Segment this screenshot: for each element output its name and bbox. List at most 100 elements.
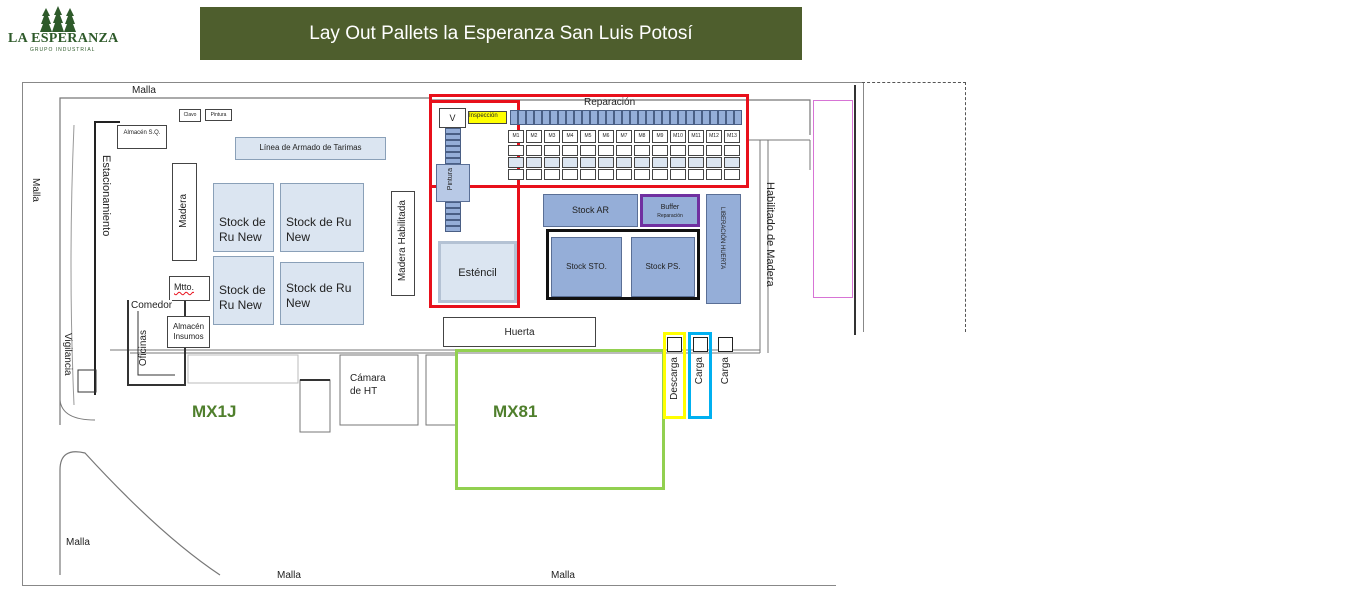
camara-ht-label: Cámara de HT — [350, 373, 386, 397]
clavo-box: Clavo — [179, 109, 201, 122]
station-cell — [688, 157, 704, 168]
station-cell — [580, 145, 596, 156]
v-label: V — [449, 113, 456, 123]
station-cell — [724, 145, 740, 156]
conveyor-segment — [654, 110, 662, 125]
station-label: M8 — [634, 130, 650, 143]
station-cell — [544, 157, 560, 168]
station-label: M6 — [598, 130, 614, 143]
logo-subtext: GRUPO INDUSTRIAL — [30, 47, 96, 53]
conveyor-segment — [718, 110, 726, 125]
station-cell — [508, 169, 524, 180]
liberacion-label: LIBERACIÓN HUERTA — [719, 207, 725, 270]
pintura-conveyor-segment — [445, 134, 461, 140]
conveyor-segment — [526, 110, 534, 125]
malla-left-label: Malla — [30, 178, 41, 202]
pintura-small-label: Pintura — [210, 112, 227, 118]
stock-frame — [546, 229, 700, 300]
habilitado-madera-label: Habilitado de Madera — [764, 182, 776, 287]
dashed-boundary — [862, 82, 966, 332]
map-lower-right-blank — [836, 332, 876, 592]
station-cell — [706, 145, 722, 156]
station-cell — [688, 145, 704, 156]
stock-ps-label: Stock PS. — [645, 262, 681, 271]
conveyor-segment — [638, 110, 646, 125]
conveyor-segment — [566, 110, 574, 125]
carga-label-1: Carga — [694, 357, 705, 385]
conveyor-segment — [694, 110, 702, 125]
station-cell — [616, 169, 632, 180]
descarga-label: Descarga — [669, 357, 680, 400]
stock-ps-box: Stock PS. — [631, 237, 695, 297]
pintura-box: Pintura — [436, 164, 470, 202]
conveyor-segment — [662, 110, 670, 125]
madera-box: Madera — [172, 163, 197, 261]
station-cell — [562, 157, 578, 168]
malla-bottom-label-1: Malla — [277, 570, 301, 581]
stock-ru-new-4-label: Stock de Ru New — [286, 281, 352, 310]
pintura-conveyor-segment — [445, 208, 461, 214]
station-cell — [526, 169, 542, 180]
estencil-box: Esténcil — [438, 241, 517, 303]
almacen-insumos-label: Almacén Insumos — [172, 322, 205, 341]
title-banner — [200, 7, 802, 60]
station-cell — [634, 145, 650, 156]
madera-habilitada-box: Madera Habilitada — [391, 191, 415, 296]
comedor-label: Comedor — [131, 300, 173, 311]
station-label: M5 — [580, 130, 596, 143]
station-cell — [598, 145, 614, 156]
station-cell — [580, 169, 596, 180]
station-label: M13 — [724, 130, 740, 143]
stock-sto-label: Stock STO. — [566, 262, 607, 271]
huerta-box: Huerta — [443, 317, 596, 347]
station-label: M11 — [688, 130, 704, 143]
conveyor-segment — [622, 110, 630, 125]
conveyor-segment — [534, 110, 542, 125]
conveyor-segment — [510, 110, 518, 125]
conveyor-segment — [614, 110, 622, 125]
madera-habilitada-label: Madera Habilitada — [397, 200, 408, 282]
station-label: M3 — [544, 130, 560, 143]
carga-label-2: Carga — [720, 357, 731, 385]
station-cell — [652, 145, 668, 156]
stock-ru-new-2: Stock de Ru New — [280, 183, 364, 252]
pintura-conveyor-segment — [445, 214, 461, 220]
station-label: M1 — [508, 130, 524, 143]
conveyor-segment — [686, 110, 694, 125]
station-cell — [598, 157, 614, 168]
oficinas-label: Oficinas — [138, 330, 149, 367]
station-cell — [670, 145, 686, 156]
malla-bottom-left-label: Malla — [66, 537, 90, 548]
conveyor-segment — [550, 110, 558, 125]
station-cell — [616, 157, 632, 168]
station-cell — [688, 169, 704, 180]
malla-top-label: Malla — [132, 85, 156, 96]
conveyor-segment — [598, 110, 606, 125]
station-label: M9 — [652, 130, 668, 143]
clavo-label: Clavo — [183, 112, 197, 118]
pintura-conveyor-segment — [445, 158, 461, 164]
company-logo: LA ESPERANZA GRUPO INDUSTRIAL — [8, 4, 133, 53]
station-cell — [724, 169, 740, 180]
page-title: Lay Out Pallets la Esperanza San Luis Po… — [309, 23, 693, 44]
pintura-conveyor-segment — [445, 128, 461, 134]
mtto-box: Mtto. — [169, 276, 210, 301]
station-cell — [544, 145, 560, 156]
inspeccion-box — [468, 111, 507, 124]
stock-ru-new-1-label: Stock de Ru New — [219, 215, 266, 244]
almacen-insumos-box: Almacén Insumos — [167, 316, 210, 348]
station-cell — [562, 145, 578, 156]
station-cell — [616, 145, 632, 156]
station-cell — [652, 157, 668, 168]
pintura-zone — [429, 100, 520, 308]
estacionamiento-label: Estacionamiento — [100, 155, 112, 237]
station-cell — [706, 157, 722, 168]
conveyor-segment — [590, 110, 598, 125]
vigilancia-label: Vigilancia — [62, 333, 73, 376]
conveyor-segment — [606, 110, 614, 125]
station-cell — [670, 157, 686, 168]
station-label: M7 — [616, 130, 632, 143]
pintura-conveyor-segment — [445, 140, 461, 146]
estencil-label: Esténcil — [458, 267, 497, 279]
reparacion-label: Reparación — [584, 97, 636, 108]
